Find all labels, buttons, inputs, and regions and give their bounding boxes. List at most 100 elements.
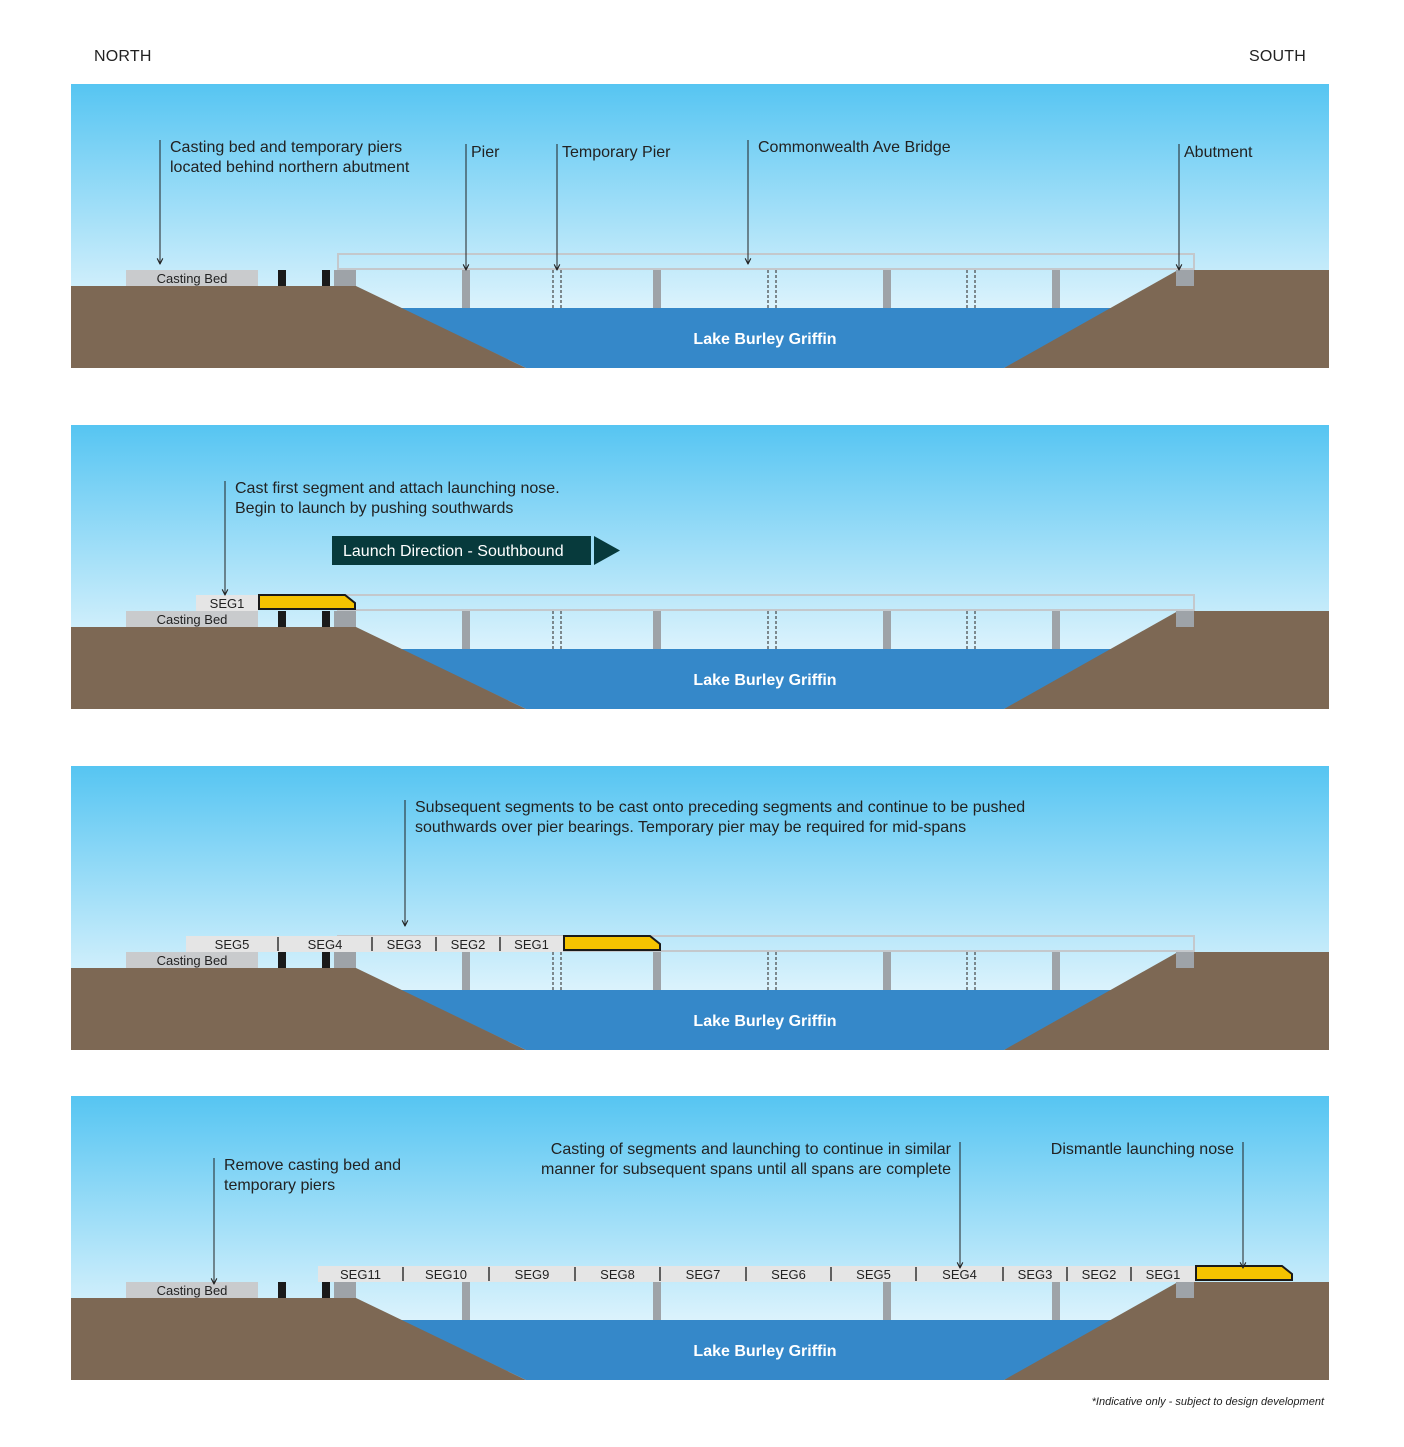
casting-bed-label: Casting Bed [157,271,228,286]
segment-label: SEG1 [1146,1267,1181,1282]
temporary-support [322,952,330,968]
annotation-text: Dismantle launching nose [1051,1141,1234,1158]
casting-bed [126,952,258,968]
annotation-text: Abutment [1184,144,1253,161]
casting-bed-label: Casting Bed [157,612,228,627]
ground-north [71,1298,526,1380]
pier [653,952,661,990]
segment-label: SEG2 [451,937,486,952]
temporary-support [278,952,286,968]
segment [186,936,278,952]
segment-label: SEG5 [215,937,250,952]
casting-bed-label: Casting Bed [157,953,228,968]
annotation-text: Begin to launch by pushing southwards [235,500,513,517]
launch-direction-label: Launch Direction - Southbound [343,543,564,560]
segment [196,595,258,611]
launching-nose [1195,1265,1293,1281]
annotation-text: Pier [471,144,500,161]
annotation-text: located behind northern abutment [170,159,410,176]
abutment-north [334,1282,356,1298]
abutment-south [1176,952,1194,968]
abutment-south [1176,270,1194,286]
south-label: SOUTH [1249,48,1306,65]
pier [1052,611,1060,649]
segment [436,936,500,952]
segment [318,1266,403,1282]
pier [653,270,661,308]
pier [883,270,891,308]
abutment-south [1176,611,1194,627]
annotation-text: southwards over pier bearings. Temporary… [415,819,966,836]
abutment-north [334,952,356,968]
annotation-text: Cast first segment and attach launching … [235,480,560,497]
segment [500,936,563,952]
segment-label: SEG3 [387,937,422,952]
lake [400,990,1132,1050]
annotation-text: Casting bed and temporary piers [170,139,402,156]
annotation-text: manner for subsequent spans until all sp… [541,1161,951,1178]
segment-label: SEG8 [600,1267,635,1282]
temporary-support [278,270,286,286]
ground-south [1004,270,1329,368]
annotation-text: Casting of segments and launching to con… [551,1141,952,1158]
annotation-text: Temporary Pier [562,144,671,161]
casting-bed [126,1282,258,1298]
bridge-deck-outline [337,253,1195,270]
segment [575,1266,660,1282]
ground-north [71,627,526,709]
segment-label: SEG9 [515,1267,550,1282]
lake [400,649,1132,709]
ground-north [71,286,526,368]
launch-direction-box [332,536,591,565]
segment-label: SEG7 [686,1267,721,1282]
annotation-text: Subsequent segments to be cast onto prec… [415,799,1025,816]
segment [831,1266,916,1282]
ground-north [71,968,526,1050]
segment [1067,1266,1131,1282]
segment-label: SEG1 [210,596,245,611]
segment [1131,1266,1195,1282]
segment-label: SEG3 [1018,1267,1053,1282]
pier [883,611,891,649]
segment [746,1266,831,1282]
pier [653,611,661,649]
segment [403,1266,489,1282]
segment [278,936,372,952]
segment [916,1266,1003,1282]
annotation-text: Remove casting bed and [224,1157,401,1174]
abutment-south [1176,1282,1194,1298]
north-label: NORTH [94,48,152,65]
segment-label: SEG10 [425,1267,467,1282]
segment [660,1266,746,1282]
pier [883,1282,891,1320]
segment-label: SEG5 [856,1267,891,1282]
lake-label: Lake Burley Griffin [693,331,836,348]
lake-label: Lake Burley Griffin [693,1013,836,1030]
lake [400,1320,1132,1380]
segment [1003,1266,1067,1282]
lake [400,308,1132,368]
temporary-support [322,270,330,286]
casting-bed [126,611,258,627]
pier [1052,270,1060,308]
segment-label: SEG6 [771,1267,806,1282]
launching-nose [563,935,661,951]
casting-bed [126,270,258,286]
launching-nose [258,594,356,610]
pier [653,1282,661,1320]
temporary-support [322,611,330,627]
segment [489,1266,575,1282]
segment-label: SEG11 [340,1267,381,1282]
pier [1052,952,1060,990]
abutment-north [334,270,356,286]
pier [462,611,470,649]
launch-direction-arrow [594,536,620,565]
segment-label: SEG2 [1082,1267,1117,1282]
pier [462,270,470,308]
casting-bed-label: Casting Bed [157,1283,228,1298]
segment [372,936,436,952]
pier [462,1282,470,1320]
